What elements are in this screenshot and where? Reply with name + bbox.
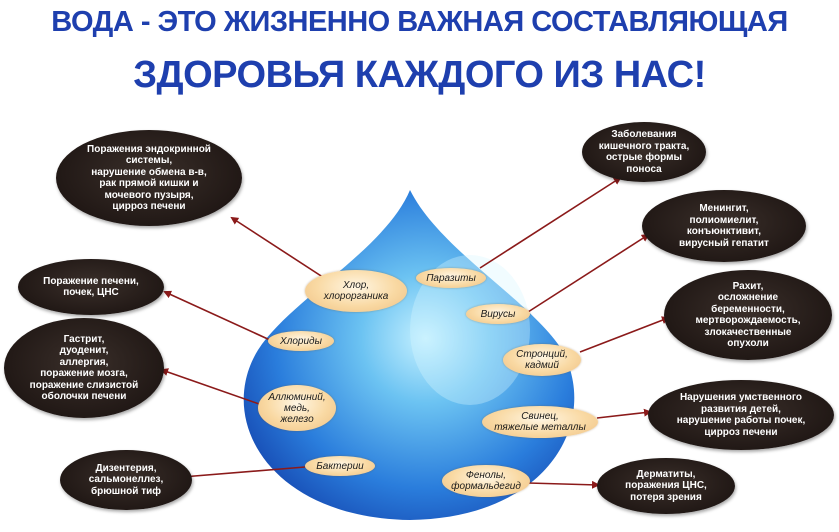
title-line-1: ВОДА - ЭТО ЖИЗНЕННО ВАЖНАЯ СОСТАВЛЯЮЩАЯ	[51, 6, 788, 38]
effect-intestinal: Заболевания кишечного тракта, острые фор…	[582, 122, 706, 182]
arrow-strontium	[579, 316, 670, 353]
effect-rickets: Рахит, осложнение беременности, мертворо…	[664, 270, 832, 360]
pollutant-strontium: Стронций, кадмий	[503, 344, 581, 376]
pollutant-parasites: Паразиты	[416, 268, 486, 288]
pollutant-chlor: Хлор, хлорорганика	[305, 270, 407, 312]
water-drop	[243, 190, 575, 520]
effect-meningitis: Менингит, полиомиелит, конъюнктивит, вир…	[642, 190, 806, 262]
effect-dermatitis: Дерматиты, поражения ЦНС, потеря зрения	[597, 458, 735, 514]
arrow-phenols	[527, 480, 600, 489]
effect-endocrine: Поражения эндокринной системы, нарушение…	[56, 130, 242, 226]
arrow-chlor	[230, 216, 336, 286]
arrow-bacteria	[168, 466, 306, 482]
pollutant-bacteria: Бактерии	[305, 456, 375, 476]
effect-dysentery: Дизентерия, сальмонеллез, брюшной тиф	[60, 450, 192, 510]
pollutant-lead: Свинец, тяжелые металлы	[482, 406, 598, 438]
pollutant-viruses: Вирусы	[466, 304, 530, 324]
arrow-chlorides	[163, 290, 271, 341]
drop-highlight	[410, 255, 530, 405]
arrow-metals	[160, 368, 263, 406]
arrow-lead	[596, 408, 652, 419]
pollutant-chlorides: Хлориды	[268, 331, 334, 351]
effect-gastritis: Гастрит, дуоденит, аллергия, поражение м…	[4, 318, 164, 418]
pollutant-metals: Аллюминий, медь, железо	[258, 385, 336, 431]
arrow-viruses	[527, 233, 650, 313]
arrow-parasites	[479, 176, 622, 269]
title-line-2: ЗДОРОВЬЯ КАЖДОГО ИЗ НАС!	[133, 54, 706, 96]
effect-liver-kidney: Поражение печени, почек, ЦНС	[18, 259, 164, 315]
effect-mental: Нарушения умственного развития детей, на…	[648, 380, 834, 450]
pollutant-phenols: Фенолы, формальдегид	[442, 465, 530, 497]
